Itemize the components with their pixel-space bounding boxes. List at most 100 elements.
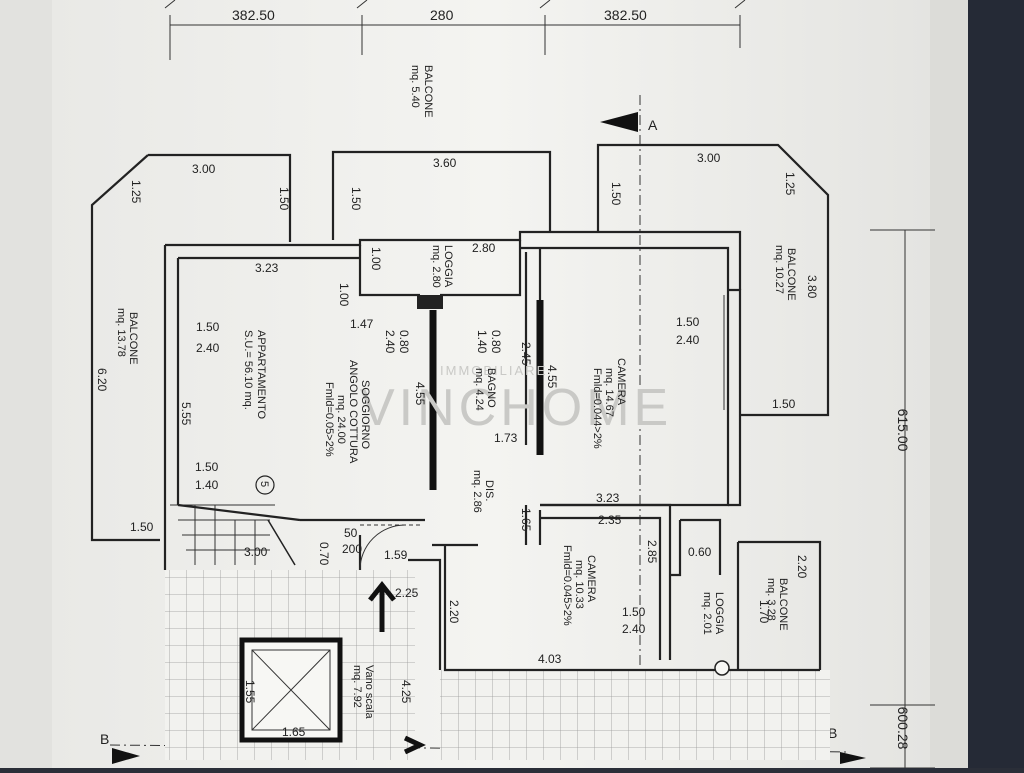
camera2-fmld: Fmld=0.045>2% <box>561 545 573 626</box>
window-camera <box>728 288 742 415</box>
watermark-logo: VINCHOME <box>360 379 672 437</box>
section-mark-a: A <box>648 117 658 133</box>
room-labels: BALCONE mq. 5.40 LOGGIA mq. 2.80 BALCONE… <box>115 65 797 719</box>
dim-balcone-left-corner: 1.25 <box>129 180 143 204</box>
paper-edge-right <box>930 0 970 768</box>
section-mark-b-left: B <box>100 731 109 747</box>
camera1-area: mq. 14.67 <box>603 368 615 417</box>
bagno-area: mq. 4.24 <box>473 368 485 411</box>
balcone-top-name: BALCONE <box>422 65 434 118</box>
balcone-top-outline <box>331 150 552 240</box>
apartment-walls <box>163 230 820 672</box>
loggia-right-name: LOGGIA <box>713 592 725 635</box>
dim-240a: 2.40 <box>383 330 397 354</box>
dim-060: 0.60 <box>688 545 712 559</box>
dim-balcone-top-side: 1.50 <box>349 187 363 211</box>
dim-300c: 3.00 <box>244 545 268 559</box>
apartment-number-circle <box>255 475 275 495</box>
dim-147: 1.47 <box>350 317 374 331</box>
dim-240d: 2.40 <box>622 622 646 636</box>
watermark-small: IMMOBILIARE <box>440 363 547 378</box>
stairs <box>163 504 296 570</box>
dim-455b: 4.55 <box>413 382 427 406</box>
paper-edge-left <box>0 0 60 768</box>
dim-425: 4.25 <box>399 680 413 704</box>
dim-285: 2.85 <box>645 540 659 564</box>
dim-140b: 1.40 <box>195 478 219 492</box>
elevator-shaft <box>239 637 343 743</box>
dim-150f: 1.50 <box>772 397 796 411</box>
dim-455a: 4.55 <box>545 365 559 389</box>
balcone-left-outline <box>90 153 292 542</box>
section-line-a: A <box>600 95 658 690</box>
apartment-number: 5 <box>258 481 270 487</box>
soggiorno-sub: ANGOLO COTTURA <box>347 360 359 464</box>
balcone-small-area: mq. 3.28 <box>765 578 777 621</box>
balcone-left-name: BALCONE <box>127 312 139 365</box>
dim-225: 2.25 <box>395 586 419 600</box>
dim-balcone-right-top: 3.00 <box>697 151 721 165</box>
top-dimension-line: 382.50 280 382.50 <box>164 0 746 60</box>
balcone-right-name: BALCONE <box>785 248 797 301</box>
dim-balcone-right-depth: 3.80 <box>805 275 819 299</box>
right-dimension: 615.00 600.28 <box>870 229 935 769</box>
dim-balcone-right-side: 1.50 <box>609 182 623 206</box>
dark-background <box>968 0 1024 768</box>
exit-arrow-icon <box>403 735 426 755</box>
dim-165: 1.65 <box>519 508 533 532</box>
dim-080a: 0.80 <box>397 330 411 354</box>
dim-240b: 2.40 <box>196 341 220 355</box>
room-dimensions: 3.00 1.25 1.50 3.60 1.50 3.00 1.25 1.50 … <box>95 151 819 739</box>
loggia-top-area: mq. 2.80 <box>430 245 442 288</box>
vano-scala-name: Vano scala <box>363 665 375 719</box>
dim-170: 1.70 <box>757 600 771 624</box>
camera1-name: CAMERA <box>615 358 627 406</box>
dim-159: 1.59 <box>384 548 408 562</box>
dim-080b: 0.80 <box>489 330 503 354</box>
soggiorno-area: mq. 24.00 <box>335 395 347 444</box>
dim-soggiorno-recess: 1.00 <box>337 283 351 307</box>
entrance-arrow-icon <box>368 580 396 632</box>
camera1-fmld: Fmld=0.044>2% <box>591 368 603 449</box>
dim-150d: 1.50 <box>196 320 220 334</box>
loggia-top-name: LOGGIA <box>442 245 454 288</box>
column-mark <box>714 660 730 676</box>
dim-220a: 2.20 <box>447 600 461 624</box>
dim-loggia-depth: 1.00 <box>369 247 383 271</box>
dim-155: 1.55 <box>243 680 257 704</box>
vano-scala-area: mq. 7.92 <box>351 665 363 708</box>
dim-balcone-left-side: 1.50 <box>277 187 291 211</box>
dim-240c: 2.40 <box>676 333 700 347</box>
dim-balcone-right-corner: 1.25 <box>783 172 797 196</box>
dim-balcone-top-width: 3.60 <box>433 156 457 170</box>
soggiorno-name: SOGGIORNO <box>359 380 371 450</box>
dim-top-left: 382.50 <box>232 7 275 23</box>
loggia-beam <box>417 295 443 309</box>
dim-150e: 1.50 <box>676 315 700 329</box>
dim-200: 200 <box>342 542 362 556</box>
balcone-small-outline <box>738 540 822 670</box>
dim-soggiorno-top: 3.23 <box>255 261 279 275</box>
dim-050: 50 <box>344 526 358 540</box>
dim-right-total: 615.00 <box>895 409 911 452</box>
dim-555: 5.55 <box>179 402 193 426</box>
balcone-right-area: mq. 10.27 <box>773 245 785 294</box>
dim-150i: 1.50 <box>622 605 646 619</box>
dim-245: 2.45 <box>519 342 533 366</box>
dim-323b: 3.23 <box>596 491 620 505</box>
balcone-small-name: BALCONE <box>777 578 789 631</box>
common-area-tiles <box>440 670 830 760</box>
dim-403: 4.03 <box>538 652 562 666</box>
dim-620: 6.20 <box>95 368 109 392</box>
dim-right-lower: 600.28 <box>895 707 911 750</box>
apartment-su: S.U.= 56.10 mq. <box>242 330 254 410</box>
balcone-top-area: mq. 5.40 <box>409 65 421 108</box>
dim-220b: 2.20 <box>795 555 809 579</box>
apartment-title: APPARTAMENTO <box>255 330 267 419</box>
dis-name: DIS. <box>483 480 495 501</box>
dim-070: 0.70 <box>317 542 331 566</box>
dim-150g: 1.50 <box>195 460 219 474</box>
dim-173: 1.73 <box>494 431 518 445</box>
